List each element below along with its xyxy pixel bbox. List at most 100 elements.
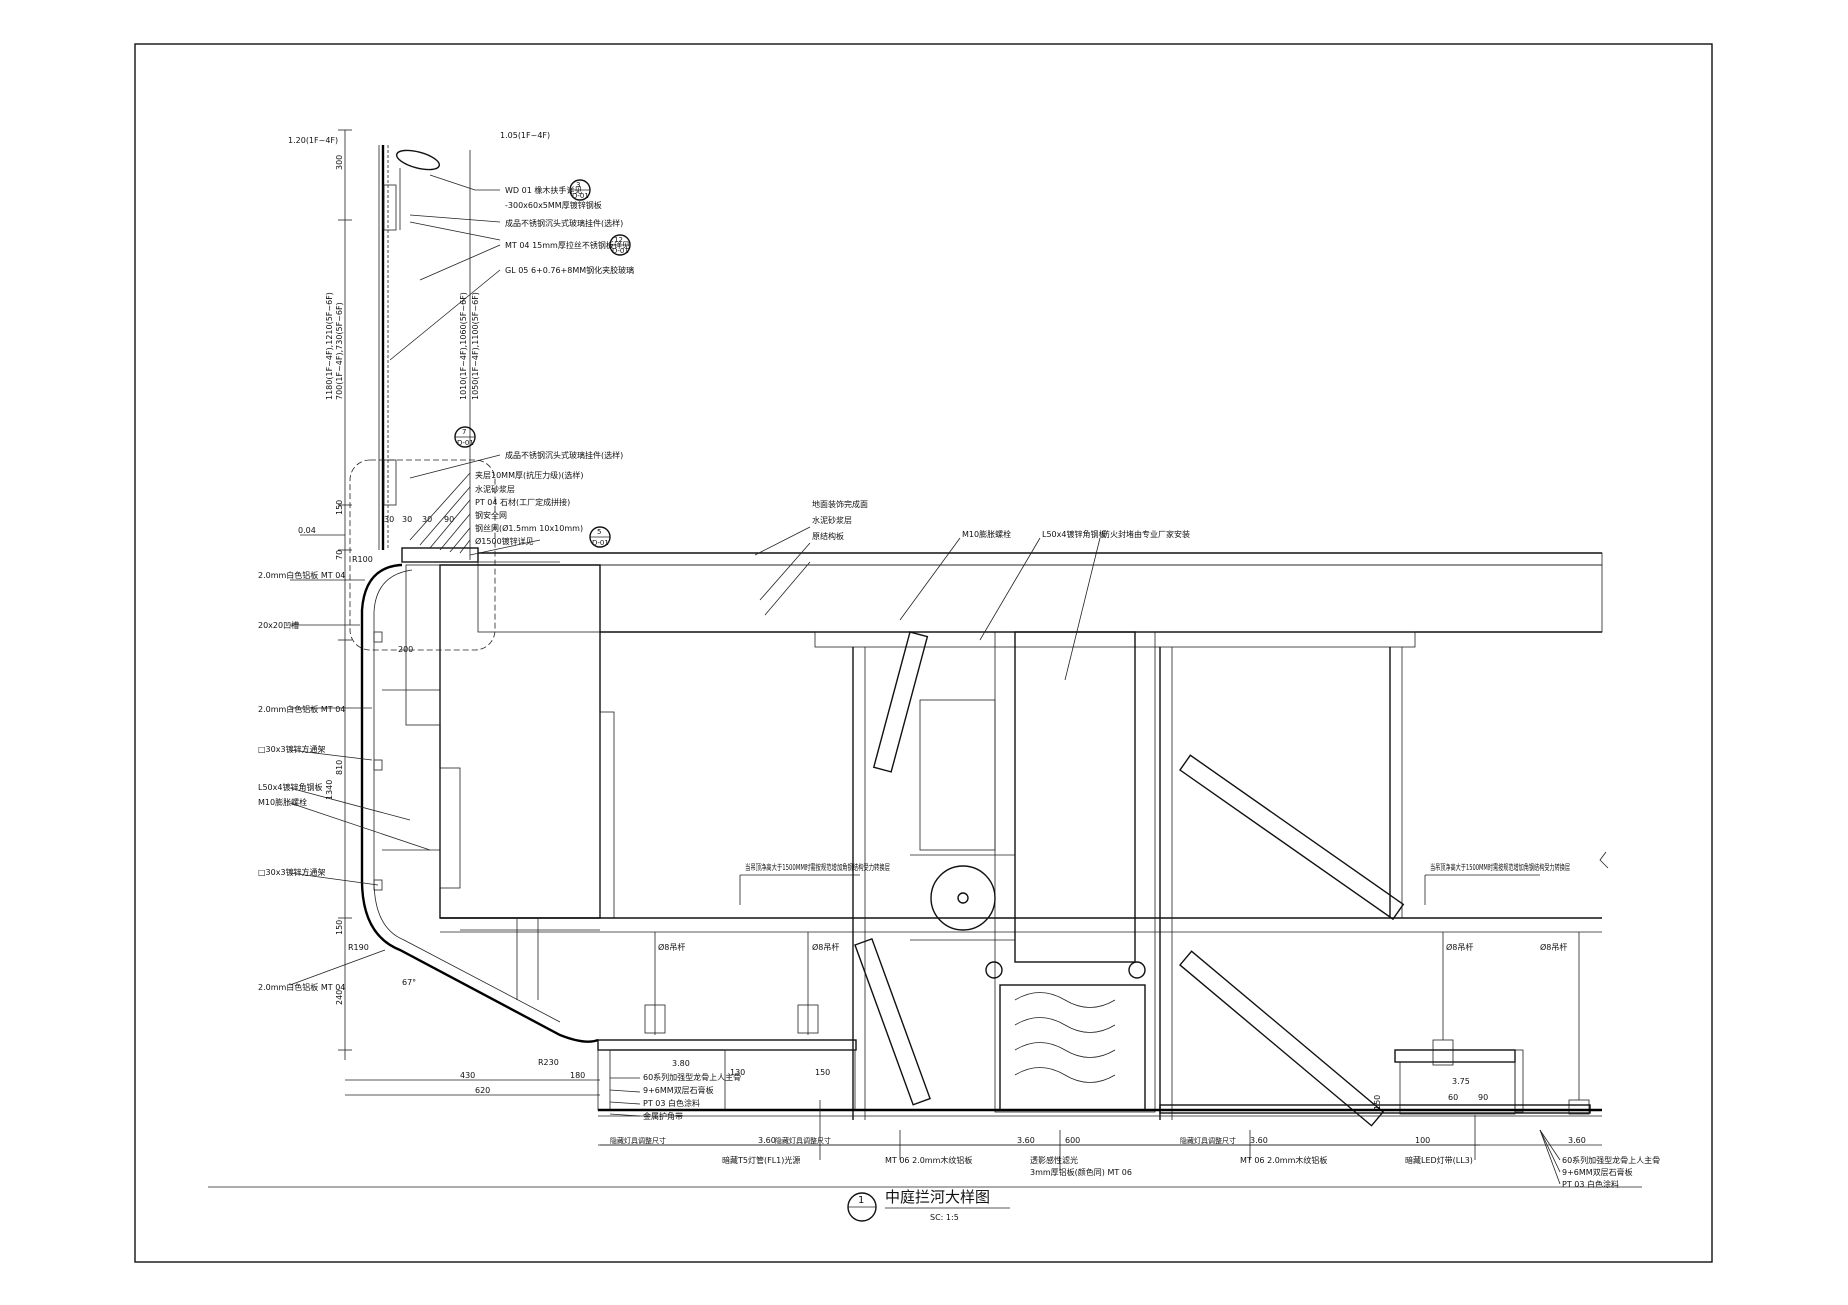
svg-text:PT 04 石材(工厂定成拼接): PT 04 石材(工厂定成拼接) bbox=[475, 497, 570, 507]
svg-text:Ø8吊杆: Ø8吊杆 bbox=[812, 942, 839, 952]
svg-text:60系列加强型龙骨上人主骨: 60系列加强型龙骨上人主骨 bbox=[643, 1072, 741, 1082]
wood-handrail bbox=[395, 149, 441, 230]
svg-text:防火封堵由专业厂家安装: 防火封堵由专业厂家安装 bbox=[1102, 529, 1190, 539]
svg-text:100: 100 bbox=[1415, 1136, 1430, 1145]
level-360a: 3.60 bbox=[758, 1136, 776, 1145]
detail-ref-2-top: 12 bbox=[614, 236, 623, 244]
svg-text:150: 150 bbox=[1373, 1095, 1382, 1110]
detail-ref-4-bottom: D-01 bbox=[592, 539, 609, 547]
svg-text:M10膨胀螺栓: M10膨胀螺栓 bbox=[962, 529, 1011, 539]
svg-text:90: 90 bbox=[444, 515, 454, 524]
svg-text:R190: R190 bbox=[348, 943, 369, 952]
title-number: 1 bbox=[858, 1195, 864, 1206]
svg-text:Ø8吊杆: Ø8吊杆 bbox=[1540, 942, 1567, 952]
leader-lines bbox=[289, 174, 1561, 1185]
svg-text:70: 70 bbox=[335, 550, 344, 560]
svg-text:200: 200 bbox=[398, 645, 413, 654]
ceiling-structure bbox=[440, 631, 1602, 1127]
svg-text:810: 810 bbox=[335, 760, 344, 775]
drawing-frame bbox=[134, 43, 1713, 1263]
ceiling-hangers bbox=[516, 918, 1590, 1115]
detail-ref-1-top: 3 bbox=[576, 181, 580, 189]
svg-text:1340: 1340 bbox=[325, 780, 334, 800]
fascia-brackets bbox=[373, 631, 600, 931]
detail-cloud-box bbox=[349, 459, 496, 651]
svg-text:M10膨胀螺栓: M10膨胀螺栓 bbox=[258, 797, 307, 807]
title-scale: SC: 1:5 bbox=[930, 1213, 959, 1222]
svg-text:R230: R230 bbox=[538, 1058, 559, 1067]
svg-text:钢安全网: 钢安全网 bbox=[475, 510, 507, 520]
svg-text:9+6MM双层石膏板: 9+6MM双层石膏板 bbox=[643, 1085, 714, 1095]
level-375: 3.75 bbox=[1452, 1077, 1470, 1086]
svg-text:2.0mm白色铝板 MT 04: 2.0mm白色铝板 MT 04 bbox=[258, 704, 345, 714]
level-360d: 3.60 bbox=[1568, 1136, 1586, 1145]
svg-text:水泥砂浆层: 水泥砂浆层 bbox=[812, 515, 852, 525]
svg-text:□30x3镀锌方通架: □30x3镀锌方通架 bbox=[258, 867, 326, 877]
stone-threshold bbox=[401, 547, 560, 563]
svg-text:150: 150 bbox=[335, 920, 344, 935]
detail-ref-3-bottom: D-01 bbox=[457, 439, 474, 447]
gypsum-ceiling bbox=[597, 1039, 1591, 1115]
svg-text:当吊顶净高大于1500MM时需按规范增加角钢结构受力转换层: 当吊顶净高大于1500MM时需按规范增加角钢结构受力转换层 bbox=[1430, 862, 1570, 872]
detail-ref-2-bottom: D-01 bbox=[612, 247, 629, 255]
svg-text:180: 180 bbox=[570, 1071, 585, 1080]
wood-aluminum-panel bbox=[598, 1108, 1602, 1146]
svg-text:MT 06 2.0mm木纹铝板: MT 06 2.0mm木纹铝板 bbox=[1240, 1155, 1327, 1165]
callouts-top: WD 01 橡木扶手详见 -300x60x5MM厚镀锌钢板 成品不锈钢沉头式玻璃… bbox=[475, 185, 634, 546]
svg-text:R100: R100 bbox=[352, 555, 373, 564]
svg-text:PT 03 白色涂料: PT 03 白色涂料 bbox=[1562, 1179, 1619, 1189]
svg-text:MT 04 15mm厚拉丝不锈钢板详见: MT 04 15mm厚拉丝不锈钢板详见 bbox=[505, 240, 630, 250]
svg-text:130: 130 bbox=[730, 1068, 745, 1077]
callouts-left: 2.0mm白色铝板 MT 04 20x20凹槽 2.0mm白色铝板 MT 04 … bbox=[258, 570, 345, 992]
svg-text:3mm厚铝板(颜色同) MT 06: 3mm厚铝板(颜色同) MT 06 bbox=[1030, 1167, 1132, 1177]
svg-text:9+6MM双层石膏板: 9+6MM双层石膏板 bbox=[1562, 1167, 1633, 1177]
svg-text:67°: 67° bbox=[402, 978, 416, 987]
detail-ref-3 bbox=[454, 426, 476, 448]
svg-text:700(1F~4F),730(5F~6F): 700(1F~4F),730(5F~6F) bbox=[335, 302, 344, 400]
level-360c: 3.60 bbox=[1250, 1136, 1268, 1145]
svg-text:水泥砂浆层: 水泥砂浆层 bbox=[475, 484, 515, 494]
callouts-bottom: 60系列加强型龙骨上人主骨 9+6MM双层石膏板 PT 03 白色涂料 金属护角… bbox=[643, 1072, 1660, 1189]
svg-text:□30x3镀锌方通架: □30x3镀锌方通架 bbox=[258, 744, 326, 754]
svg-text:MT 06 2.0mm木纹铝板: MT 06 2.0mm木纹铝板 bbox=[885, 1155, 972, 1165]
svg-text:90: 90 bbox=[1478, 1093, 1488, 1102]
svg-text:150: 150 bbox=[335, 500, 344, 515]
break-symbol bbox=[1599, 851, 1609, 869]
svg-text:1180(1F~4F),1210(5F~6F): 1180(1F~4F),1210(5F~6F) bbox=[325, 292, 334, 400]
aluminum-fascia bbox=[360, 563, 599, 1043]
svg-text:Ø1500镀锌详见: Ø1500镀锌详见 bbox=[475, 536, 534, 546]
svg-text:L50x4镀锌角钢板: L50x4镀锌角钢板 bbox=[258, 782, 322, 792]
glass-balustrade bbox=[378, 145, 397, 550]
svg-text:透影感性滤光: 透影感性滤光 bbox=[1030, 1155, 1078, 1165]
svg-text:PT 03 白色涂料: PT 03 白色涂料 bbox=[643, 1098, 700, 1108]
detail-ref-4 bbox=[589, 526, 611, 548]
detail-ref-2 bbox=[609, 234, 631, 256]
svg-text:600: 600 bbox=[1065, 1136, 1080, 1145]
level-004: 0.04 bbox=[298, 526, 316, 535]
svg-text:1010(1F~4F),1060(5F~6F): 1010(1F~4F),1060(5F~6F) bbox=[459, 292, 468, 400]
svg-text:夹层10MM厚(抗压力级)(选样): 夹层10MM厚(抗压力级)(选样) bbox=[475, 470, 583, 480]
detail-ref-1-bottom: D-01 bbox=[572, 192, 589, 200]
note-left: 隐藏灯具调整尺寸 bbox=[610, 1136, 666, 1145]
svg-text:300: 300 bbox=[335, 155, 344, 170]
svg-text:240: 240 bbox=[335, 990, 344, 1005]
note-right: 隐藏灯具调整尺寸 bbox=[1180, 1136, 1236, 1145]
level-105: 1.05(1F~4F) bbox=[500, 131, 550, 140]
svg-text:暗藏LED灯带(LL3): 暗藏LED灯带(LL3) bbox=[1405, 1155, 1473, 1165]
callouts-mid: 当吊顶净高大于1500MM时需按规范增加角钢结构受力转换层 当吊顶净高大于150… bbox=[658, 862, 1570, 952]
detail-ref-3-top: 7 bbox=[462, 428, 466, 436]
dimension-lines bbox=[300, 129, 1480, 1146]
note-mid: 隐藏灯具调整尺寸 bbox=[775, 1136, 831, 1145]
svg-text:暗藏T5灯管(FL1)光源: 暗藏T5灯管(FL1)光源 bbox=[722, 1155, 800, 1165]
level-360b: 3.60 bbox=[1017, 1136, 1035, 1145]
svg-text:20x20凹槽: 20x20凹槽 bbox=[258, 620, 299, 630]
detail-ref-1 bbox=[569, 179, 591, 201]
detail-ref-4-top: 5 bbox=[597, 528, 601, 536]
callouts-floor: 地面装饰完成面 水泥砂浆层 原结构板 M10膨胀螺栓 L50x4镀锌角钢板 防火… bbox=[812, 499, 1190, 541]
svg-text:60: 60 bbox=[1448, 1093, 1458, 1102]
floor-slab bbox=[477, 552, 1603, 633]
drawing-title: 1 中庭拦河大样图 SC: 1:5 bbox=[847, 1188, 1010, 1222]
svg-text:150: 150 bbox=[815, 1068, 830, 1077]
svg-text:当吊顶净高大于1500MM时需按规范增加角钢结构受力转换层: 当吊顶净高大于1500MM时需按规范增加角钢结构受力转换层 bbox=[745, 862, 890, 872]
